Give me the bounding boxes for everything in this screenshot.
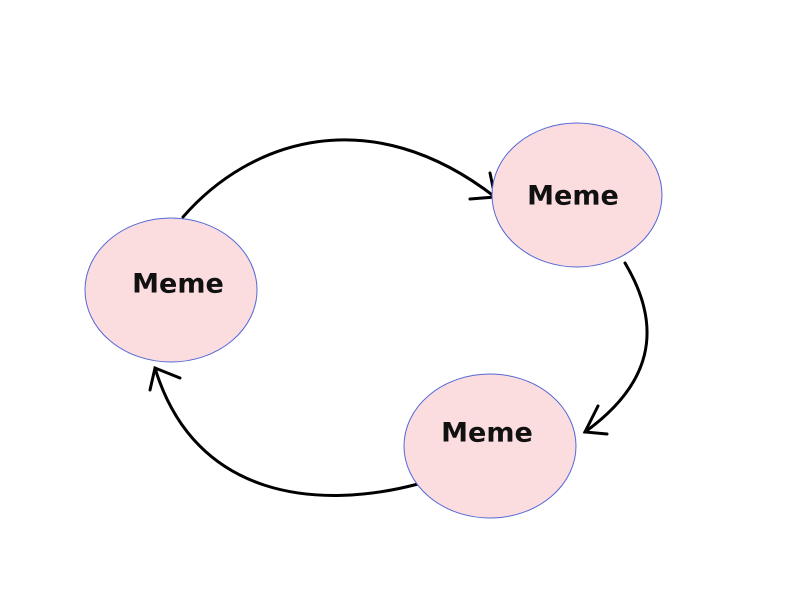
node-left: Meme — [84, 217, 258, 363]
node-bottom: Meme — [403, 373, 577, 519]
edge-bottom-to-left — [148, 365, 420, 497]
edge-top-right-to-bottom — [582, 261, 649, 436]
node-top-right: Meme — [491, 122, 663, 268]
node-label: Meme — [132, 269, 224, 300]
node-label: Meme — [441, 418, 533, 449]
edge-left-to-top-right — [181, 138, 497, 219]
node-label: Meme — [527, 181, 619, 212]
